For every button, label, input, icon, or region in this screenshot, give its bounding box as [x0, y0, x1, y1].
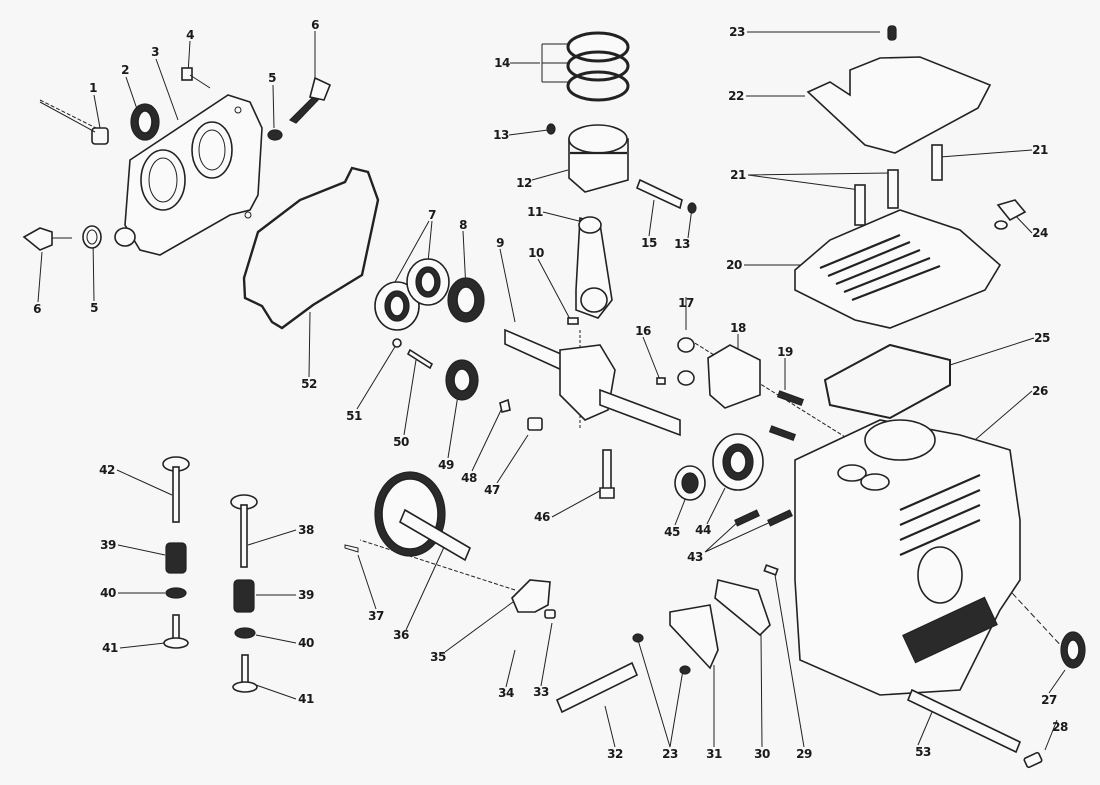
part-callout-42: 42: [99, 463, 115, 477]
part-callout-41: 41: [102, 641, 118, 655]
part-callout-21: 21: [730, 168, 746, 182]
part-callout-52: 52: [301, 377, 317, 391]
leader-lines: [37, 31, 1066, 751]
connecting-rod: [575, 216, 613, 319]
part-callout-45: 45: [664, 525, 680, 539]
part-callout-10: 10: [528, 246, 544, 260]
part-callout-15: 15: [641, 236, 657, 250]
part-callout-20: 20: [726, 258, 742, 272]
part-callout-43: 43: [687, 550, 703, 564]
part-callout-2: 2: [121, 63, 129, 77]
part-callout-24: 24: [1032, 226, 1048, 240]
part-callout-27: 27: [1041, 693, 1057, 707]
crankshaft: [504, 317, 681, 437]
part-callout-21: 21: [1032, 143, 1048, 157]
part-callout-7: 7: [428, 208, 436, 222]
head-gasket: [823, 343, 951, 420]
part-callout-12: 12: [516, 176, 532, 190]
part-callout-5: 5: [90, 301, 98, 315]
part-callout-19: 19: [777, 345, 793, 359]
part-callout-29: 29: [796, 747, 812, 761]
valve-train: [162, 456, 258, 693]
part-callout-37: 37: [368, 609, 384, 623]
small-parts-left: [22, 67, 332, 251]
part-callout-47: 47: [484, 483, 500, 497]
part-callout-31: 31: [706, 747, 722, 761]
part-callout-44: 44: [695, 523, 711, 537]
part-callout-1: 1: [89, 81, 97, 95]
part-callout-25: 25: [1034, 331, 1050, 345]
part-callout-32: 32: [607, 747, 623, 761]
part-callout-50: 50: [393, 435, 409, 449]
part-callout-13: 13: [493, 128, 509, 142]
part-callout-39: 39: [298, 588, 314, 602]
piston-assembly: [546, 31, 697, 214]
part-callout-40: 40: [100, 586, 116, 600]
part-callout-26: 26: [1032, 384, 1048, 398]
part-callout-4: 4: [186, 28, 194, 42]
main-bearings: [599, 433, 793, 527]
part-callout-14: 14: [494, 56, 510, 70]
part-callout-41: 41: [298, 692, 314, 706]
part-callout-13: 13: [674, 237, 690, 251]
part-callout-6: 6: [33, 302, 41, 316]
part-callout-46: 46: [534, 510, 550, 524]
rocker-cover: [806, 25, 992, 226]
part-callout-40: 40: [298, 636, 314, 650]
breather-parts: [677, 337, 805, 442]
part-callout-22: 22: [728, 89, 744, 103]
part-callout-28: 28: [1052, 720, 1068, 734]
part-callout-36: 36: [393, 628, 409, 642]
cylinder-block: [794, 419, 1021, 696]
part-callout-23: 23: [662, 747, 678, 761]
part-callout-3: 3: [151, 45, 159, 59]
part-callout-5: 5: [268, 71, 276, 85]
part-callout-9: 9: [496, 236, 504, 250]
part-callout-30: 30: [754, 747, 770, 761]
part-callout-11: 11: [527, 205, 543, 219]
part-callout-34: 34: [498, 686, 514, 700]
camshaft: [344, 471, 556, 619]
part-callout-18: 18: [730, 321, 746, 335]
cylinder-head: [794, 199, 1027, 329]
part-callout-8: 8: [459, 218, 467, 232]
bearings-and-gears: [374, 258, 543, 431]
part-callout-6: 6: [311, 18, 319, 32]
part-callout-33: 33: [533, 685, 549, 699]
part-callout-23: 23: [729, 25, 745, 39]
part-callout-53: 53: [915, 745, 931, 759]
part-callout-49: 49: [438, 458, 454, 472]
part-callout-39: 39: [100, 538, 116, 552]
crankcase-cover: [114, 94, 263, 256]
part-callout-16: 16: [635, 324, 651, 338]
part-callout-38: 38: [298, 523, 314, 537]
lower-parts: [555, 564, 1086, 769]
part-callout-48: 48: [461, 471, 477, 485]
part-callout-51: 51: [346, 409, 362, 423]
part-callout-35: 35: [430, 650, 446, 664]
gasket: [242, 166, 380, 330]
part-callout-17: 17: [678, 296, 694, 310]
